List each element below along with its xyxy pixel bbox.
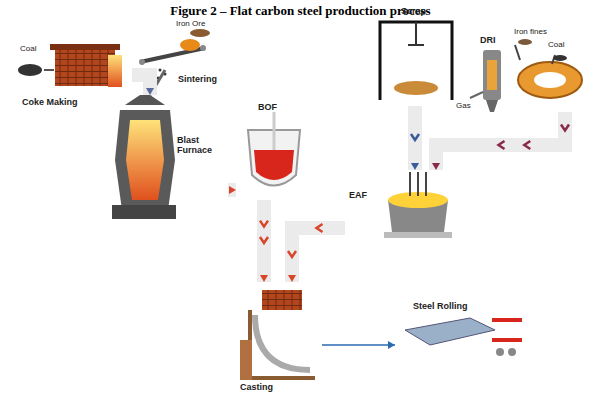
- process-stage: EAF: [345, 170, 457, 242]
- stage-label: Sintering: [178, 74, 217, 84]
- process-stage: BOF: [236, 102, 310, 200]
- process-stage: Sintering: [138, 22, 232, 86]
- dri-shaft: [470, 50, 501, 112]
- blast-furnace: [112, 70, 176, 219]
- continuous-caster: [240, 290, 315, 380]
- process-stage: Steel Rolling: [395, 295, 525, 365]
- stage-label: Blast Furnace: [177, 135, 225, 155]
- material-label: Iron fines: [514, 27, 547, 36]
- stage-label: DRI: [480, 35, 496, 45]
- material-label: Coal: [548, 40, 564, 49]
- process-stage: Coke Making: [20, 35, 132, 110]
- flow-arrow: [146, 86, 154, 95]
- material-label: Coal: [20, 44, 36, 53]
- process-stage: Scrap: [375, 6, 457, 106]
- stage-label: EAF: [349, 190, 367, 200]
- eaf-furnace: [384, 172, 452, 238]
- coke-oven: [18, 44, 122, 87]
- flow-arrow: [288, 224, 345, 282]
- flow-arrow: [228, 186, 236, 194]
- material-label: Gas: [456, 101, 471, 110]
- stage-label: Scrap: [401, 6, 426, 16]
- stage-label: Steel Rolling: [413, 301, 468, 311]
- scrap-crane: [380, 22, 452, 100]
- stage-label: BOF: [258, 102, 277, 112]
- rolling-mill: [405, 318, 522, 356]
- flow-arrow: [260, 200, 268, 282]
- figure-title: Figure 2 – Flat carbon steel production …: [0, 3, 601, 19]
- rotary-kiln: [515, 39, 582, 98]
- flow-arrow: [322, 341, 395, 349]
- stage-label: Coke Making: [22, 97, 78, 107]
- flow-arrow: [432, 112, 569, 170]
- flow-arrow: [132, 75, 154, 95]
- process-stage: Casting: [232, 282, 322, 394]
- bof-vessel: [248, 112, 300, 186]
- flow-arrow: [411, 106, 419, 170]
- material-label: Iron Ore: [176, 19, 205, 28]
- process-stage: DRI: [458, 25, 590, 112]
- process-stage: Blast Furnace: [105, 95, 228, 220]
- stage-label: Casting: [240, 382, 273, 392]
